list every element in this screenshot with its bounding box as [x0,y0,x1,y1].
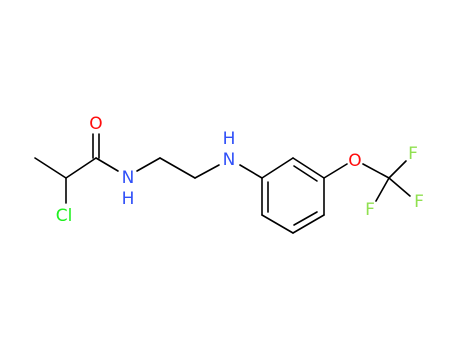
bond-ch2-ch2 [159,157,196,179]
bond-ether-o-cf3 [362,163,390,179]
bond-ring-ether-o [323,163,348,179]
ring-bond-5 [261,214,294,234]
bond-methyl-alpha [34,157,67,179]
ring-inner-bond-b [293,211,318,226]
bond-alpha-carbonyl [65,157,97,179]
bond-carbonyl-nitrogen [95,157,119,172]
bond-ch2-amine-n [194,164,220,179]
bond-amide-n-ch2 [136,157,161,172]
bond-cf3-f-top [388,160,407,179]
bond-cf3-f-right [388,177,411,197]
atom-hydrogen-amine: H [223,129,236,149]
bond-amine-n-ring [239,164,263,179]
atom-fluorine-left: F [365,200,375,220]
atom-nitrogen-amide: N [122,168,135,188]
atom-nitrogen-amine: N [223,150,236,170]
atom-fluorine-top: F [408,144,418,164]
ring-bond-1 [261,157,294,179]
atom-fluorine-right: F [414,192,424,212]
atom-chlorine: Cl [56,206,73,226]
atom-oxygen-carbonyl: O [89,114,102,134]
ring-bond-4 [292,214,325,234]
atom-oxygen-ether: O [348,151,361,171]
bond-cf3-f-left [375,177,390,202]
atom-hydrogen-amide: H [122,189,135,209]
ring-bond-2 [292,157,325,179]
ring-inner-bond-a [293,165,318,182]
